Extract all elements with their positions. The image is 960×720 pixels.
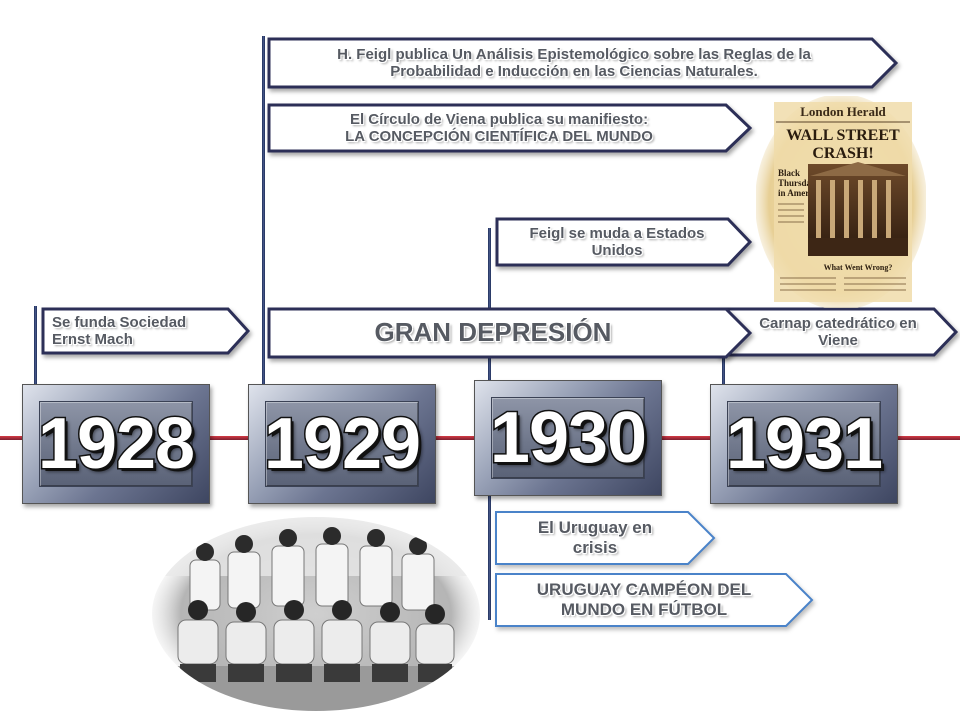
connector-1929	[262, 36, 265, 438]
arrow-callout-shape	[267, 103, 753, 153]
year-block-1929: 1929	[248, 384, 436, 504]
event-carnap: Carnap catedrático en Viene	[716, 306, 960, 358]
year-label: 1931	[724, 404, 884, 484]
year-block-1930: 1930	[474, 380, 662, 496]
newspaper-headline: CRASH!	[812, 145, 873, 162]
event-text-line: Ernst Mach	[52, 331, 133, 348]
event-vienna-manifesto: El Círculo de Viena publica su manifiest…	[266, 102, 756, 154]
newspaper-subhead: Thursday	[778, 178, 816, 188]
event-text-line: Viene	[818, 332, 858, 349]
newspaper-illustration: London Herald WALL STREET CRASH! Black T…	[756, 96, 926, 308]
arrow-callout-shape	[495, 511, 716, 565]
event-text-line: H. Feigl publica Un Análisis Epistemológ…	[337, 45, 811, 63]
connector-1928	[34, 306, 37, 438]
event-text-line: Carnap catedrático en	[759, 314, 917, 332]
newspaper-footer: What Went Wrong?	[824, 263, 893, 272]
event-feigl-publication: H. Feigl publica Un Análisis Epistemológ…	[266, 36, 902, 90]
event-text-line: El Uruguay en	[537, 518, 653, 538]
year-label: 1930	[488, 398, 648, 478]
event-text-line: Unidos	[591, 242, 643, 259]
newspaper-subhead: in America	[778, 188, 821, 198]
year-block-1931: 1931	[710, 384, 898, 504]
newspaper-photo: London Herald WALL STREET CRASH! Black T…	[756, 96, 926, 308]
event-text-line: URUGUAY CAMPÉON DEL	[536, 580, 752, 600]
year-block-1928: 1928	[22, 384, 210, 504]
event-text-line: El Círculo de Viena publica su manifiest…	[349, 110, 649, 128]
arrow-callout-shape	[267, 307, 753, 359]
event-text-line: LA CONCEPCIÓN CIENTÍFICA DEL MUNDO	[345, 128, 653, 145]
arrow-callout-shape	[495, 573, 814, 627]
newspaper-subhead: Black	[778, 168, 800, 178]
arrow-callout-shape	[41, 307, 251, 355]
event-feigl-moves: Feigl se muda a Estados Unidos	[494, 216, 756, 268]
connector-1930-down	[488, 496, 491, 620]
event-text-line: Feigl se muda a Estados	[529, 224, 705, 242]
arrow-callout-shape	[267, 37, 899, 89]
event-text-line: MUNDO EN FÚTBOL	[560, 600, 728, 619]
event-text-line: Probabilidad e Inducción en las Ciencias…	[390, 63, 758, 80]
event-text-line: GRAN DEPRESIÓN	[374, 317, 612, 348]
year-label: 1928	[36, 404, 196, 484]
newspaper-masthead: London Herald	[800, 104, 886, 119]
event-uruguay-crisis: El Uruguay en crisis	[494, 510, 718, 566]
event-uruguay-champion: URUGUAY CAMPÉON DEL MUNDO EN FÚTBOL	[494, 572, 816, 628]
event-text-line: crisis	[572, 538, 618, 557]
arrow-callout-shape	[495, 217, 753, 267]
football-team-photo	[150, 516, 482, 712]
newspaper-headline: WALL STREET	[786, 127, 900, 144]
event-mach-society: Se funda Sociedad Ernst Mach	[40, 306, 254, 356]
event-great-depression: GRAN DEPRESIÓN	[266, 306, 756, 360]
event-text-line: Se funda Sociedad	[52, 313, 187, 331]
year-label: 1929	[262, 404, 422, 484]
team-illustration	[152, 517, 480, 711]
